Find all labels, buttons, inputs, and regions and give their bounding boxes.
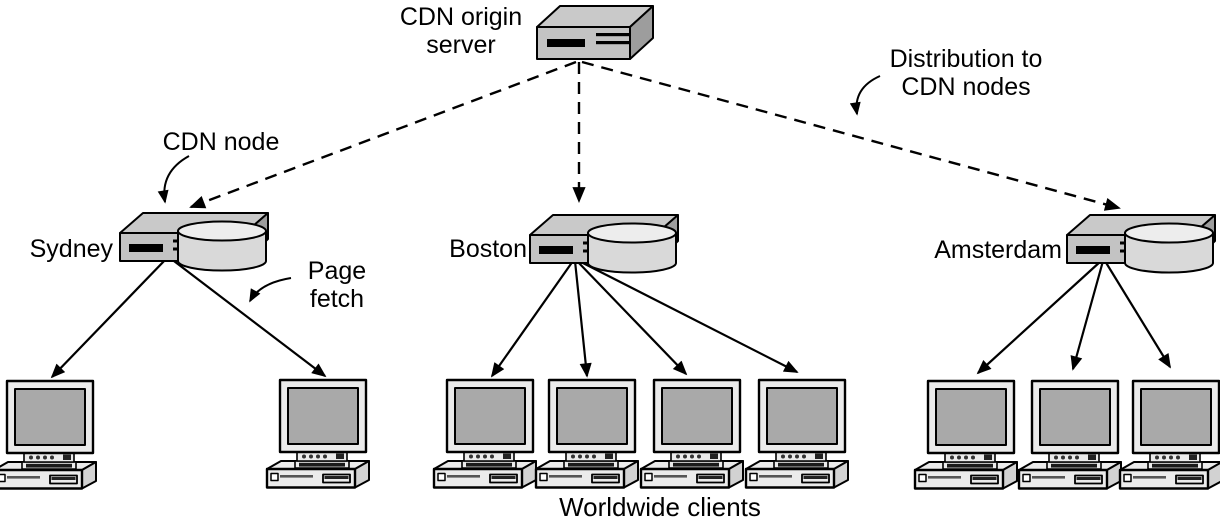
- link-amsterdam-client-1: [976, 260, 1102, 375]
- origin-vent-line: [596, 41, 630, 45]
- link-boston-client-2: [573, 260, 592, 378]
- client-icon-boston-2: [534, 378, 640, 489]
- dashed-link-origin-sydney: [189, 60, 577, 209]
- client-icon-sydney-2: [265, 378, 371, 489]
- client-icon-amsterdam-3: [1118, 379, 1220, 490]
- link-boston-client-3: [576, 260, 688, 376]
- client-icon-sydney-1: [0, 379, 98, 490]
- client-icon-boston-3: [639, 378, 745, 489]
- page-fetch-label: Page fetch: [307, 257, 367, 313]
- link-boston-client-4: [578, 260, 799, 373]
- client-icon-boston-1: [432, 378, 538, 489]
- origin-server-icon: [536, 5, 654, 60]
- distribution-callout-arrow: [849, 75, 881, 116]
- node-label-sydney: Sydney: [29, 235, 113, 263]
- link-sydney-client-2: [169, 257, 327, 378]
- node-label-amsterdam: Amsterdam: [934, 236, 1062, 264]
- distribution-label: Distribution to CDN nodes: [889, 45, 1043, 101]
- client-icon-boston-4: [744, 378, 850, 489]
- worldwide-clients-label: Worldwide clients: [559, 492, 761, 522]
- link-boston-client-1: [490, 260, 574, 378]
- cdn-node-icon-boston: [529, 214, 679, 274]
- cdn-node-label: CDN node: [162, 128, 280, 156]
- callout-arrows: [157, 75, 881, 303]
- origin-server-label: CDN origin server: [399, 3, 523, 59]
- origin-slot: [547, 39, 585, 47]
- origin-vent-line: [596, 33, 630, 37]
- cdn-node-icon-amsterdam: [1066, 214, 1216, 274]
- page-fetch-callout-arrow: [249, 277, 292, 303]
- client-icon-amsterdam-1: [913, 379, 1019, 490]
- cdn-node-callout-arrow: [157, 155, 190, 204]
- node-label-boston: Boston: [449, 235, 527, 263]
- link-amsterdam-client-3: [1104, 260, 1171, 369]
- client-icon-amsterdam-2: [1017, 379, 1123, 490]
- distribution-links: [189, 60, 1121, 211]
- link-sydney-client-1: [50, 257, 168, 379]
- page-fetch-links: [50, 257, 1171, 379]
- cdn-node-icon-sydney: [119, 212, 269, 272]
- dashed-link-origin-amsterdam: [581, 60, 1121, 211]
- link-amsterdam-client-2: [1070, 260, 1105, 371]
